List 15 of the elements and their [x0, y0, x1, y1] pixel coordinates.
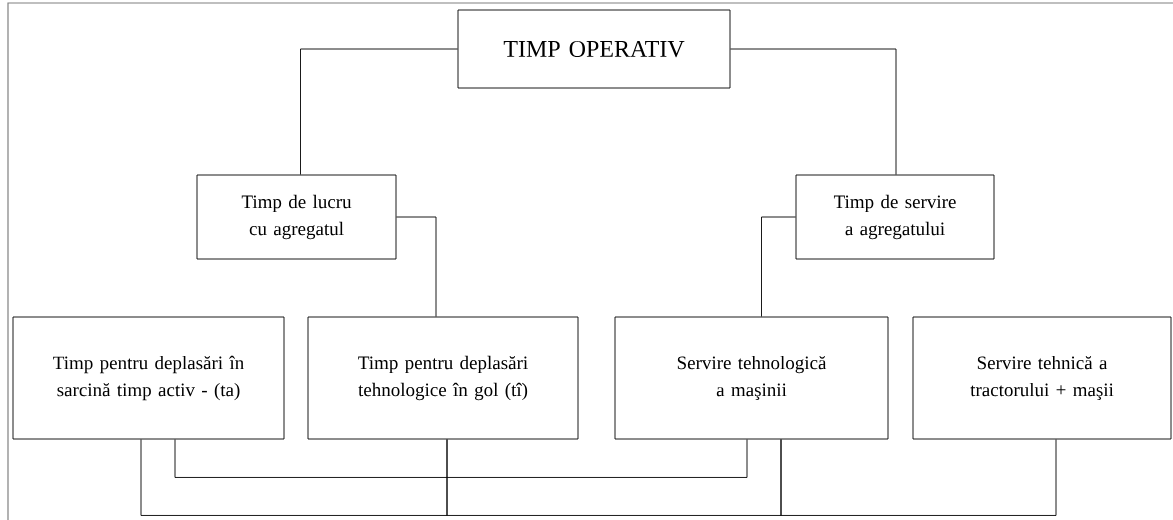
process-box: Timp de servire a agregatului: [795, 174, 995, 260]
connector-line: [396, 216, 437, 317]
connector-line: [730, 48, 897, 175]
process-box: Timp de lucru cu agregatul: [196, 174, 397, 260]
process-box: Servire tehnologică a maşinii: [614, 316, 889, 440]
connector-line: [300, 48, 458, 175]
connector-line: [446, 439, 782, 516]
connector-line: [174, 439, 748, 478]
connector-line: [780, 439, 1057, 516]
title-box: TIMP OPERATIV: [457, 9, 731, 89]
connector-line: [140, 439, 448, 516]
process-box: Servire tehnică a tractorului + maşii: [912, 316, 1172, 440]
process-box: Timp pentru deplasări în sarcină timp activ - (ta): [12, 316, 285, 440]
process-box: Timp pentru deplasări tehnologice în gol (tî): [307, 316, 579, 440]
connector-line: [761, 216, 796, 317]
